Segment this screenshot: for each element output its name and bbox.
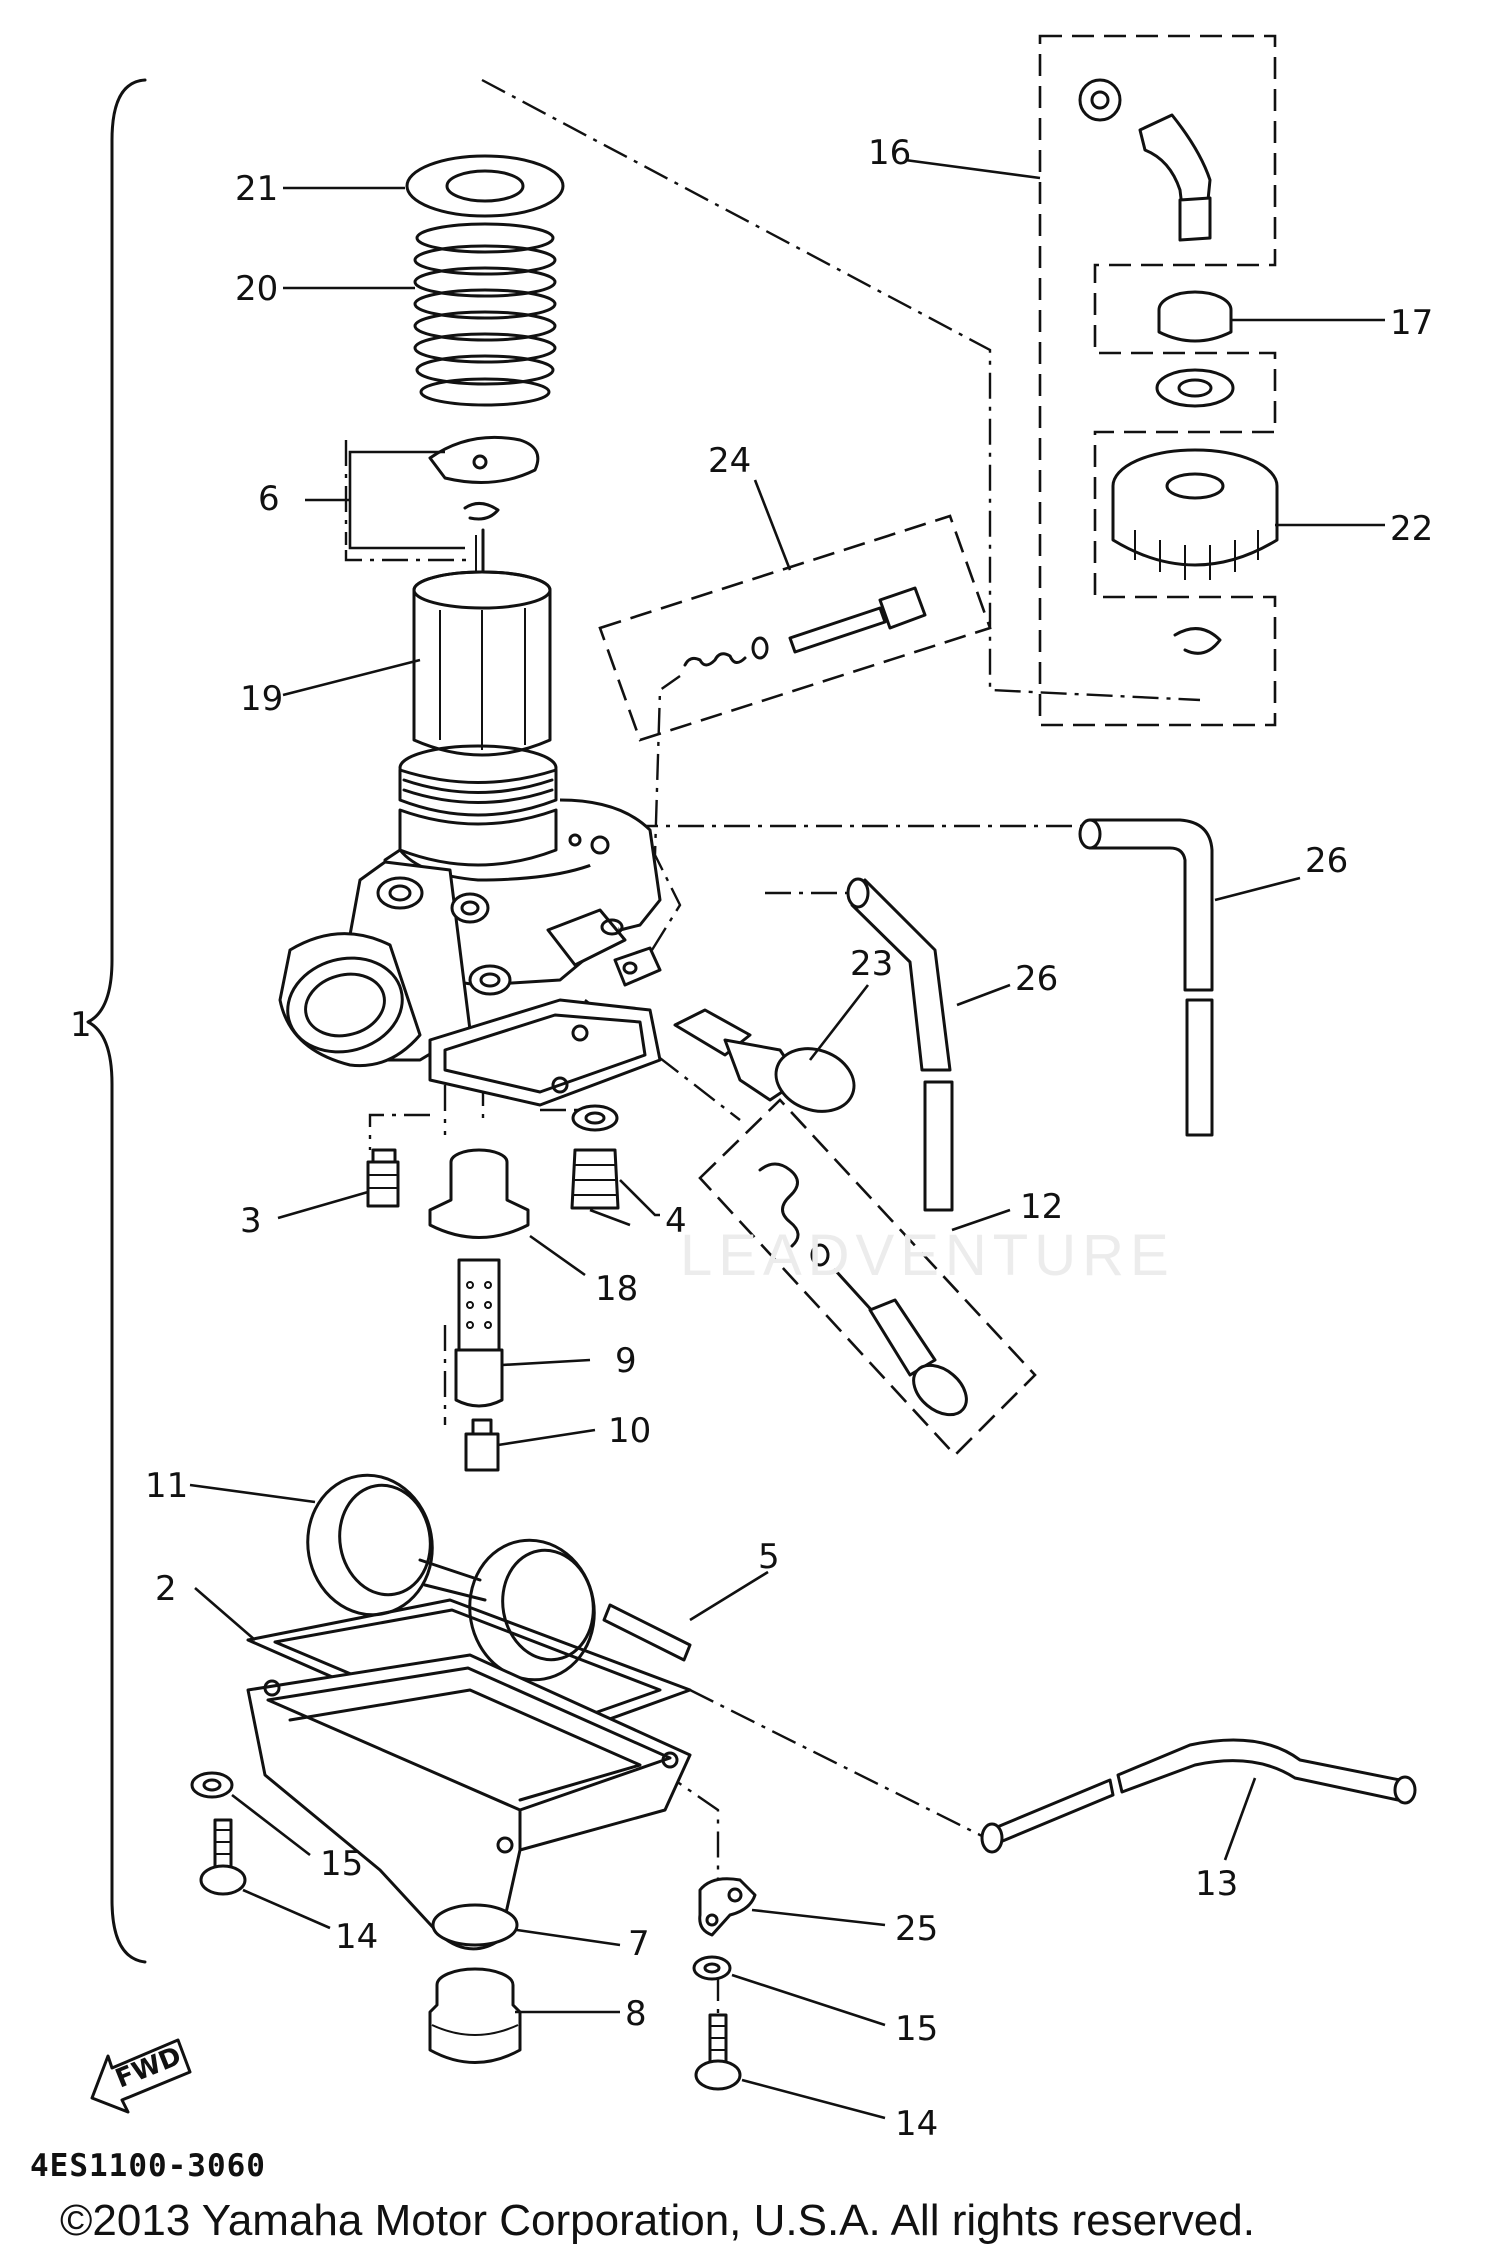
callout-21: 21 [235, 169, 278, 209]
callout-7: 7 [628, 1924, 650, 1964]
drain-plug-8 [428, 1967, 522, 2064]
callout-15-right: 15 [895, 2009, 938, 2049]
callout-26-upper: 26 [1305, 841, 1348, 881]
callout-18: 18 [595, 1269, 638, 1309]
spring-20 [413, 222, 557, 407]
callout-labels: 1 2 3 4 5 6 7 8 9 10 11 12 13 14 14 15 1… [70, 133, 1433, 2144]
callout-14-left: 14 [335, 1917, 378, 1957]
needle-jet-18 [428, 1148, 530, 1239]
pilot-jet-3 [366, 1148, 400, 1208]
watermark: LEADVENTURE [680, 1223, 1175, 1288]
throttle-stop-screw-12 [758, 1162, 968, 1417]
callout-2: 2 [155, 1569, 177, 1609]
callout-5: 5 [758, 1537, 780, 1577]
callout-8: 8 [625, 1994, 647, 2034]
callout-24: 24 [708, 441, 751, 481]
starter-plunger-23 [673, 1008, 856, 1113]
part-code: 4ES1100-3060 [30, 2148, 266, 2184]
washer-15-right [692, 1955, 732, 1981]
fitting-16 [1078, 78, 1212, 242]
part-4 [570, 1104, 620, 1210]
tube-26-upper [1078, 818, 1214, 1137]
callout-10: 10 [608, 1411, 651, 1451]
screw-14-right [694, 2013, 742, 2091]
main-jet-9 [454, 1258, 504, 1408]
callout-14-right: 14 [895, 2104, 938, 2144]
washer-21 [405, 154, 565, 218]
callout-22: 22 [1390, 509, 1433, 549]
callout-3: 3 [240, 1201, 262, 1241]
dashed-box-12 [698, 1098, 1037, 1457]
throttle-slide-19 [412, 570, 552, 757]
top-cap-22 [1111, 448, 1279, 580]
callout-15-left: 15 [320, 1844, 363, 1884]
dashed-box-24 [598, 514, 992, 742]
callout-13: 13 [1195, 1864, 1238, 1904]
callout-9: 9 [615, 1341, 637, 1381]
callout-17: 17 [1390, 303, 1433, 343]
callout-19: 19 [240, 679, 283, 719]
callout-12: 12 [1020, 1187, 1063, 1227]
float-pin-5 [602, 1603, 692, 1662]
pilot-screw-set-24 [683, 586, 927, 667]
assembly-brace [86, 78, 147, 1964]
washer-15-left [190, 1771, 234, 1799]
callout-6: 6 [258, 479, 280, 519]
callout-16: 16 [868, 133, 911, 173]
bracket-25 [698, 1877, 757, 1937]
copyright-notice: ©2013 Yamaha Motor Corporation, U.S.A. A… [60, 2196, 1255, 2245]
cap-17 [1155, 290, 1235, 408]
callout-1: 1 [70, 1005, 92, 1045]
float-11 [306, 1473, 596, 1682]
callout-26-lower: 26 [1015, 959, 1058, 999]
callout-25: 25 [895, 1909, 938, 1949]
screw-14-left [199, 1818, 247, 1896]
tube-26-lower [846, 877, 954, 1212]
carburetor-body [278, 744, 662, 1107]
callout-23: 23 [850, 944, 893, 984]
e-clip [1173, 627, 1222, 655]
callout-4: 4 [665, 1201, 687, 1241]
callout-11: 11 [145, 1466, 188, 1506]
clip-plate-6 [428, 435, 540, 612]
leader-lines [189, 158, 1385, 2120]
fwd-arrow-icon: FWD [90, 2038, 192, 2114]
jet-10 [464, 1418, 500, 1472]
overflow-tube-13 [980, 1738, 1417, 1854]
dashed-box-16-22 [1038, 34, 1277, 727]
callout-20: 20 [235, 269, 278, 309]
o-ring-7 [431, 1903, 519, 1947]
